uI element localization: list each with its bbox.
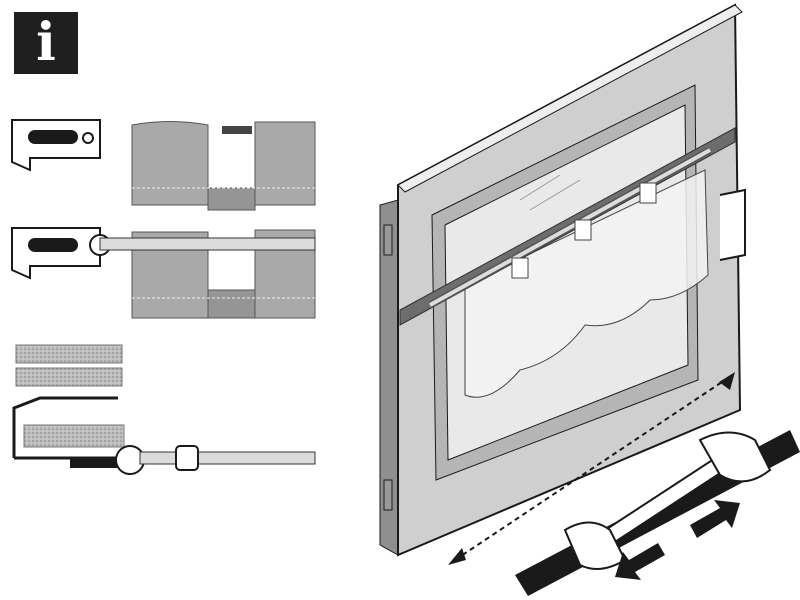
hands-extending-rod (515, 430, 800, 596)
step3-adhesive-pads (15, 344, 123, 387)
hinge-icon (383, 479, 393, 511)
arrow-left-icon (615, 543, 665, 580)
step3-bracket-and-rod (12, 396, 316, 475)
hinge-icon (383, 224, 393, 256)
step1-curtain (131, 121, 316, 211)
info-icon: i (14, 12, 78, 74)
curtain-rod (99, 237, 316, 251)
arrow-right-icon (690, 500, 740, 538)
screw-icon (222, 126, 252, 134)
arrow-head-icon (448, 548, 466, 565)
adjust-length-dotted-arrow (454, 377, 729, 561)
hand-icon (698, 431, 772, 483)
step2-bracket (11, 227, 111, 280)
window-curtain (399, 127, 736, 398)
window-handle (719, 188, 746, 261)
step2-curtain-on-rod (99, 229, 316, 319)
step1-bracket (11, 119, 101, 172)
arrow-head-icon (719, 372, 735, 390)
